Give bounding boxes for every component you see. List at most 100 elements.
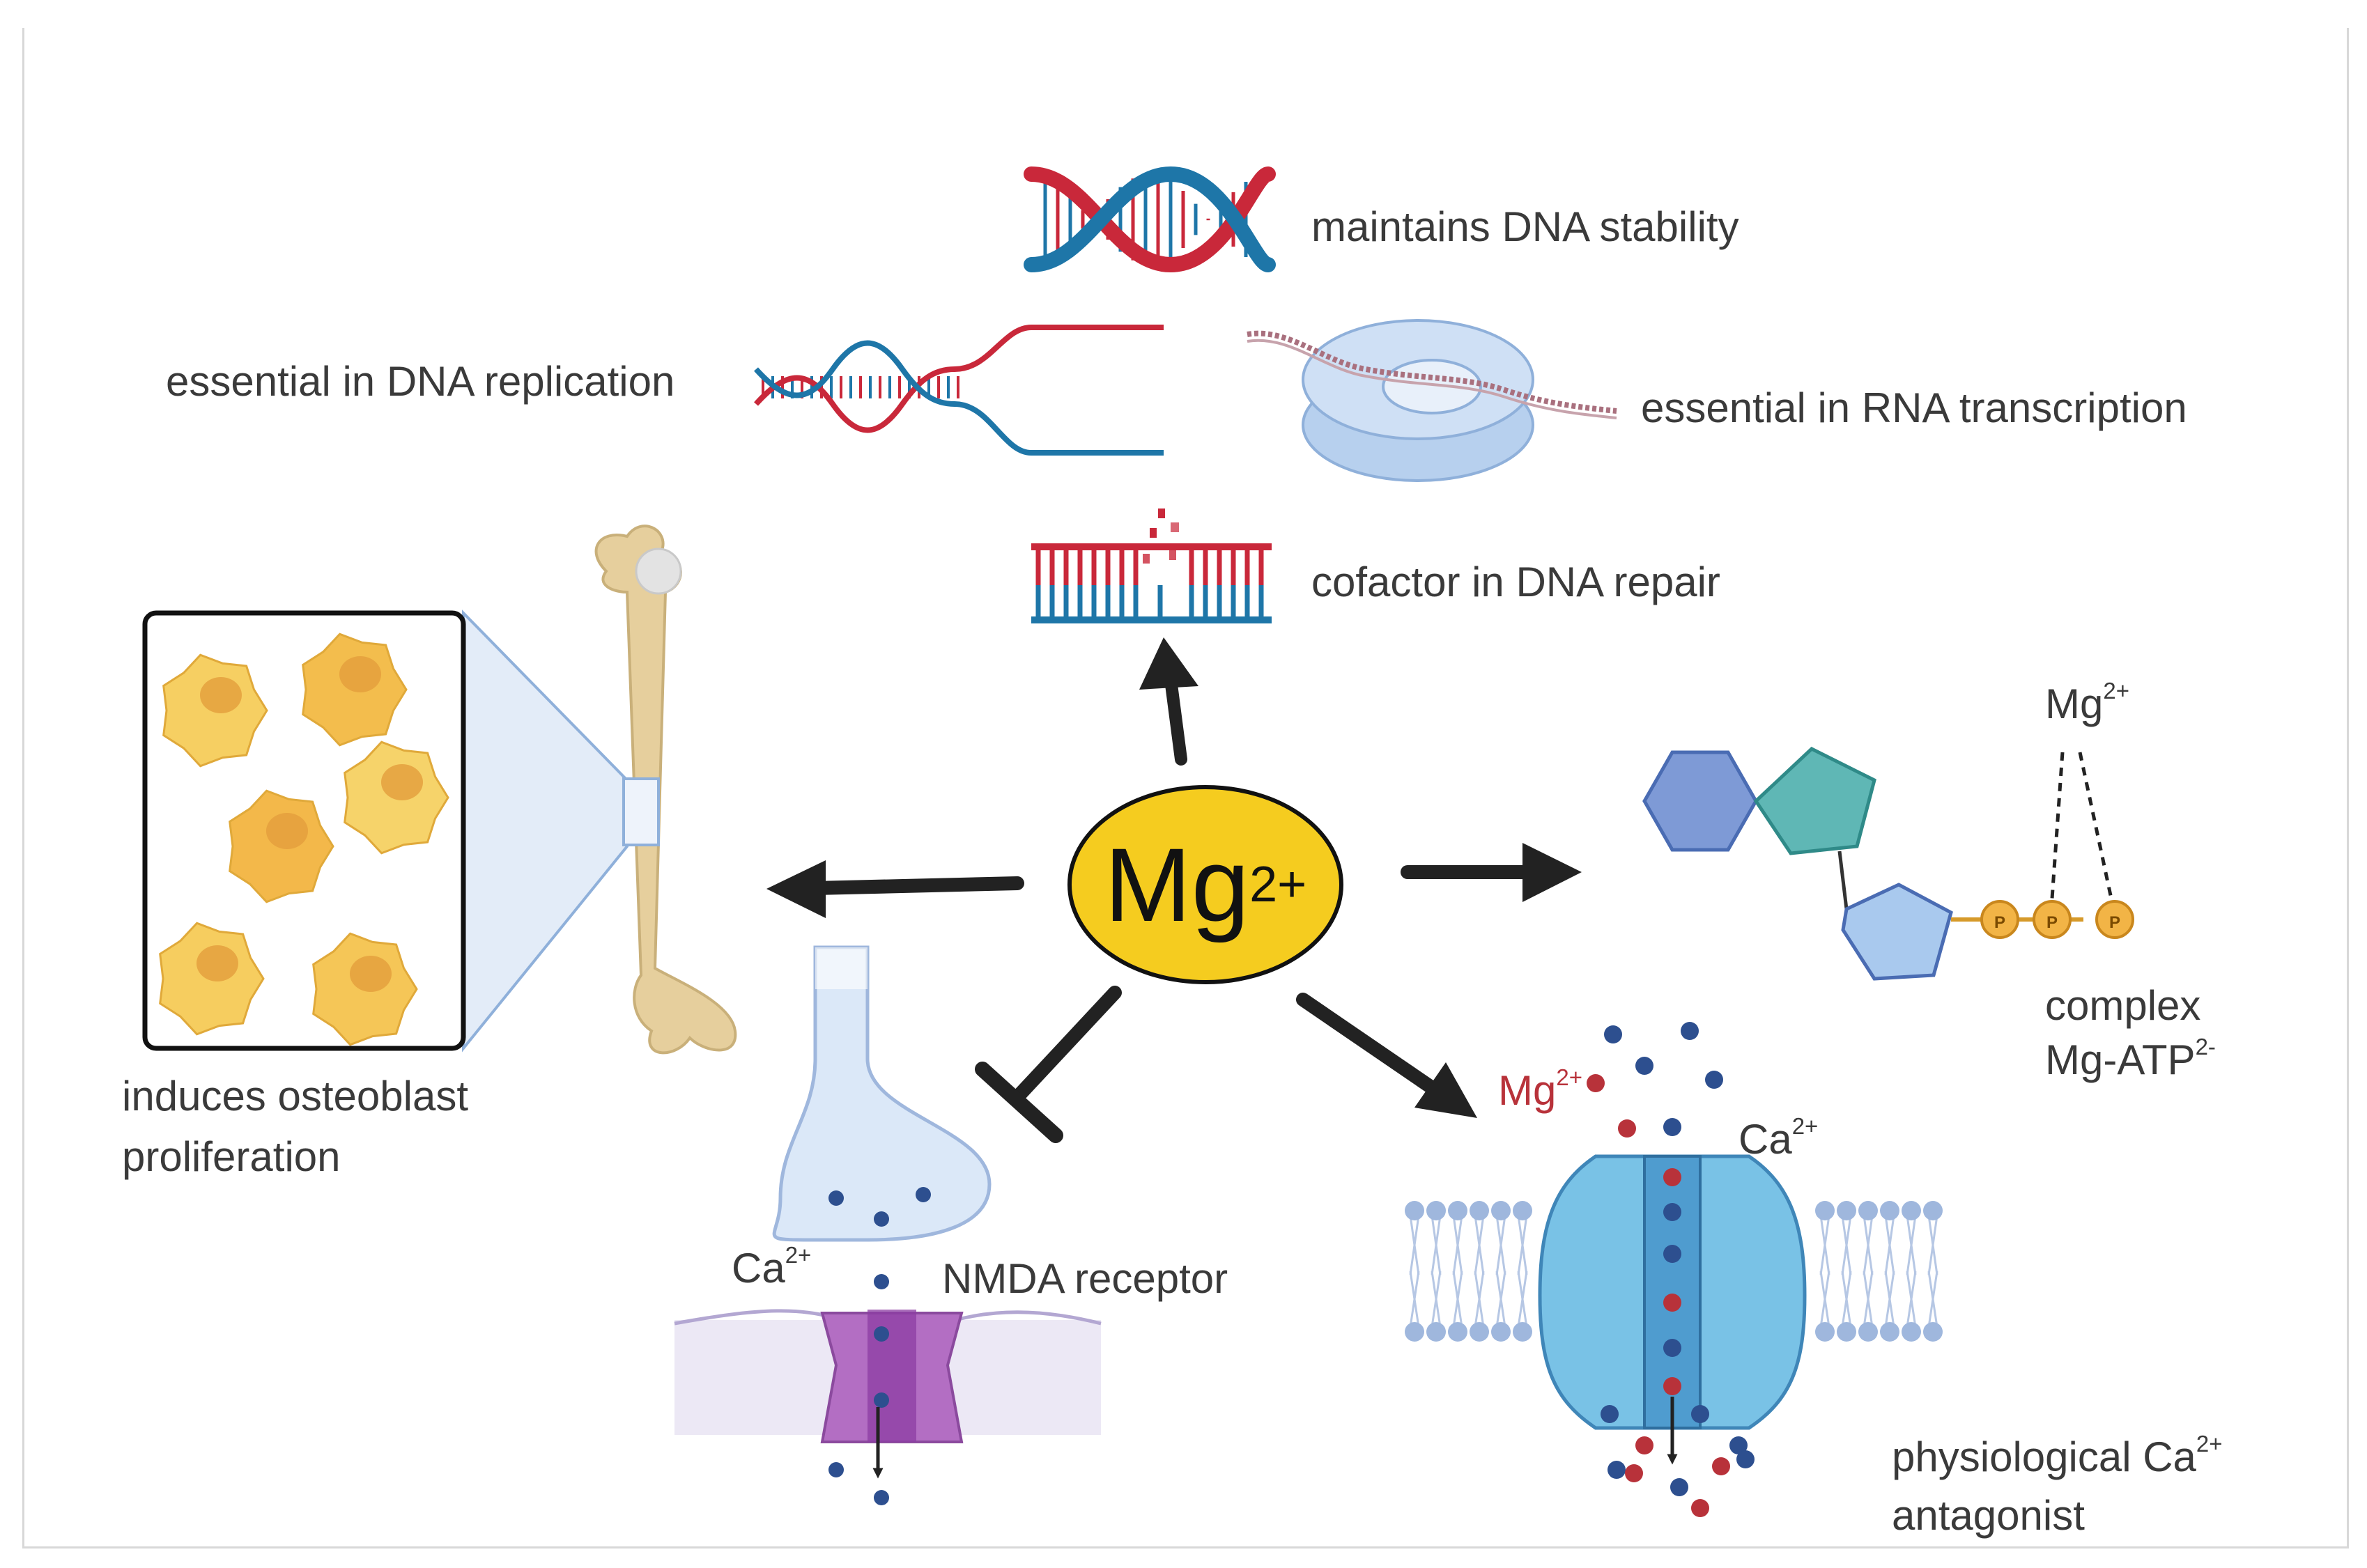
lipid-head — [1837, 1322, 1856, 1342]
lipid-head — [1858, 1201, 1878, 1220]
osteoblast-cell — [162, 653, 268, 768]
dna-helix-icon — [1024, 166, 1276, 273]
lipid-head — [1448, 1322, 1467, 1342]
lipid-tail — [1495, 1215, 1506, 1275]
lipid-head — [1405, 1322, 1424, 1342]
label-atp-mg-charge: 2+ — [2103, 677, 2129, 704]
dna-repair-icon — [1031, 509, 1272, 623]
arrow-right — [1401, 843, 1582, 902]
cell-nucleus — [266, 813, 308, 849]
lipid-tail — [1819, 1271, 1830, 1328]
lipid-head — [1448, 1201, 1467, 1220]
lipid-head — [1923, 1322, 1943, 1342]
label-nmda-ca: Ca2+ — [732, 1243, 811, 1294]
magnesium-ion — [1712, 1457, 1730, 1475]
bone-icon — [594, 525, 737, 1055]
lipid-tail — [1517, 1215, 1528, 1275]
label-osteoblast-line2: proliferation — [122, 1133, 341, 1180]
label-ca-antagonist: physiological Ca2+ antagonist — [1892, 1428, 2223, 1545]
atp-molecule-icon — [1642, 746, 2134, 981]
replication-fork-icon — [754, 325, 1164, 456]
label-ca-antagonist-line2: antagonist — [1892, 1492, 2085, 1539]
lipid-head — [1405, 1201, 1424, 1220]
lipid-tail — [1841, 1215, 1852, 1275]
label-atp-complex-line1: complex — [2045, 982, 2201, 1029]
lipid-tail — [1474, 1215, 1485, 1275]
phosphate-1-label: P — [1994, 913, 2005, 932]
label-dna-replication: essential in DNA replication — [166, 358, 675, 405]
lipid-head — [1426, 1322, 1446, 1342]
label-atp-complex-base: Mg-ATP — [2045, 1037, 2196, 1083]
label-atp-complex: complex Mg-ATP2- — [2045, 979, 2216, 1087]
magnesium-ion — [1618, 1119, 1636, 1138]
osteoblast-cell — [229, 789, 334, 903]
lipid-tail — [1841, 1271, 1852, 1328]
calcium-ion — [1604, 1025, 1622, 1043]
osteoblast-cell — [312, 932, 418, 1046]
label-channel-mg-base: Mg — [1498, 1067, 1557, 1114]
lipid-head — [1491, 1322, 1511, 1342]
osteoblast-cell — [302, 632, 408, 747]
lipid-tail — [1884, 1215, 1895, 1275]
calcium-ion — [1736, 1450, 1755, 1468]
calcium-ion — [1681, 1022, 1699, 1040]
calcium-ion — [1663, 1203, 1681, 1221]
lipid-tail — [1906, 1271, 1917, 1328]
calcium-ion — [1635, 1057, 1653, 1075]
lipid-tail — [1863, 1215, 1874, 1275]
lipid-tail — [1863, 1271, 1874, 1328]
label-dna-repair: cofactor in DNA repair — [1311, 559, 1720, 605]
lipid-tail — [1517, 1271, 1528, 1328]
calcium-ion — [1729, 1436, 1748, 1454]
mg-center-base: Mg — [1104, 825, 1250, 943]
mg-ion-ellipse — [1067, 785, 1343, 984]
calcium-ion — [1607, 1461, 1626, 1479]
magnesium-ion — [1635, 1436, 1653, 1454]
lipid-head — [1513, 1322, 1532, 1342]
calcium-ion — [1663, 1118, 1681, 1136]
lipid-head — [1923, 1201, 1943, 1220]
lipid-tail — [1431, 1271, 1442, 1328]
lipid-tail — [1884, 1271, 1895, 1328]
lipid-head — [1815, 1322, 1835, 1342]
lipid-head — [1902, 1201, 1921, 1220]
lipid-head — [1815, 1201, 1835, 1220]
cell-nucleus — [350, 956, 392, 992]
arrow-up — [1139, 637, 1198, 766]
lipid-head — [1513, 1201, 1532, 1220]
frame-left-border — [22, 28, 24, 1546]
label-ca-antagonist-line1: physiological Ca2+ — [1892, 1428, 2223, 1487]
magnesium-ion — [1691, 1499, 1709, 1517]
lipid-head — [1491, 1201, 1511, 1220]
lipid-tail — [1906, 1215, 1917, 1275]
synapse-icon — [674, 945, 1102, 1505]
label-ca-antagonist-charge: 2+ — [2196, 1430, 2223, 1457]
lipid-tail — [1474, 1271, 1485, 1328]
magnesium-ion — [1663, 1294, 1681, 1312]
calcium-ion — [1670, 1478, 1688, 1496]
calcium-ion — [1691, 1405, 1709, 1423]
label-dna-stability: maintains DNA stability — [1311, 203, 1739, 250]
lipid-tail — [1431, 1215, 1442, 1275]
lipid-head — [1470, 1322, 1489, 1342]
magnesium-ion — [1663, 1377, 1681, 1395]
magnesium-ion — [1587, 1074, 1605, 1092]
label-osteoblast-line1: induces osteoblast — [122, 1073, 468, 1119]
calcium-ion — [1601, 1405, 1619, 1423]
magnesium-ion — [1625, 1464, 1643, 1482]
magnesium-ion — [1663, 1168, 1681, 1186]
label-rna-transcription: essential in RNA transcription — [1641, 385, 2187, 431]
lipid-head — [1426, 1201, 1446, 1220]
lipid-tail — [1452, 1215, 1463, 1275]
osteoblast-cell — [159, 922, 265, 1036]
lipid-head — [1858, 1322, 1878, 1342]
inhibition-arrow — [975, 986, 1122, 1143]
calcium-ion — [1705, 1071, 1723, 1089]
lipid-tail — [1927, 1271, 1938, 1328]
cell-nucleus — [200, 677, 242, 713]
label-channel-ca-charge: 2+ — [1791, 1112, 1819, 1139]
lipid-tail — [1927, 1215, 1938, 1275]
label-atp-complex-charge: 2- — [2195, 1033, 2216, 1059]
